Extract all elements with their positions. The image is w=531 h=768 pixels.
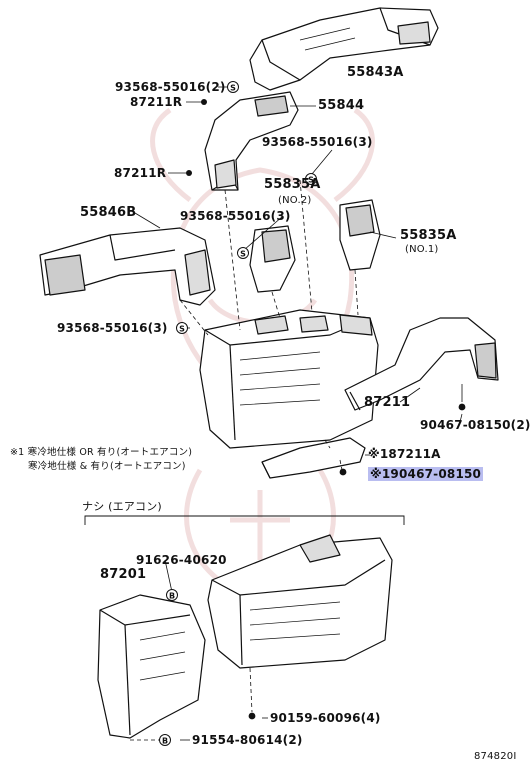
- duct-55844: [204, 91, 299, 191]
- label-93568-mid[interactable]: 93568-55016(3): [262, 135, 373, 149]
- marker-s-top-text: S: [230, 84, 236, 93]
- marker-s-left: S: [237, 247, 249, 259]
- marker-b-91554: B: [159, 734, 171, 746]
- label-87211A[interactable]: ※187211A: [368, 447, 441, 461]
- marker-s-left-text: S: [240, 250, 246, 259]
- label-87211[interactable]: 87211: [364, 395, 411, 410]
- label-90467-right[interactable]: 90467-08150(2): [420, 418, 531, 432]
- marker-s-bottom: S: [176, 322, 188, 334]
- marker-b-91554-text: B: [162, 737, 168, 746]
- label-93568-left[interactable]: 93568-55016(3): [180, 209, 291, 223]
- label-87201[interactable]: 87201: [100, 567, 147, 582]
- label-55844[interactable]: 55844: [318, 98, 365, 113]
- blower-unit-87201: [97, 594, 206, 739]
- label-90467-highlighted[interactable]: ※190467-08150: [368, 467, 484, 481]
- marker-b-91626-text: B: [169, 592, 175, 601]
- duct-87211A: [261, 437, 366, 479]
- duct-55846B: [39, 227, 216, 306]
- duct-55835A-no1: [339, 199, 381, 271]
- duct-55843A: [249, 7, 439, 91]
- label-91626[interactable]: 91626-40620: [136, 553, 227, 567]
- diagram-code: 874820I: [474, 751, 517, 762]
- section-heading: ナシ (エアコン): [82, 500, 162, 513]
- small-fasteners: [186, 99, 466, 720]
- label-55835A-no1[interactable]: 55835A: [400, 228, 457, 243]
- heater-unit-upper: [199, 309, 379, 449]
- duct-55835A-no2: [249, 225, 296, 293]
- label-55835A-no2[interactable]: 55835A: [264, 177, 321, 192]
- label-no2: (NO.2): [278, 195, 312, 206]
- section-bracket: [84, 515, 405, 525]
- guide-lines: [130, 179, 359, 741]
- marker-s-top: S: [227, 81, 239, 93]
- label-no1: (NO.1): [405, 244, 439, 255]
- label-55846B[interactable]: 55846B: [80, 205, 137, 220]
- label-55843A[interactable]: 55843A: [347, 65, 404, 80]
- marker-s-mid-text: S: [308, 176, 314, 185]
- note-line-2: 寒冷地仕様 & 有り(オートエアコン): [28, 461, 186, 472]
- label-87211R-mid[interactable]: 87211R: [114, 166, 167, 180]
- label-93568-top[interactable]: 93568-55016(2): [115, 80, 226, 94]
- label-93568-bottom[interactable]: 93568-55016(3): [57, 321, 168, 335]
- label-91554[interactable]: 91554-80614(2): [192, 733, 303, 747]
- label-87211R-top[interactable]: 87211R: [130, 95, 183, 109]
- leader-lines: [134, 86, 463, 741]
- marker-s-bottom-text: S: [179, 325, 185, 334]
- label-90159[interactable]: 90159-60096(4): [270, 711, 381, 725]
- duct-87211: [344, 317, 499, 411]
- marker-s-mid: S: [305, 173, 317, 185]
- note-line-1: ※1 寒冷地仕様 OR 有り(オートエアコン): [10, 447, 193, 458]
- marker-b-91626: B: [166, 589, 178, 601]
- heater-unit-lower: [207, 534, 393, 669]
